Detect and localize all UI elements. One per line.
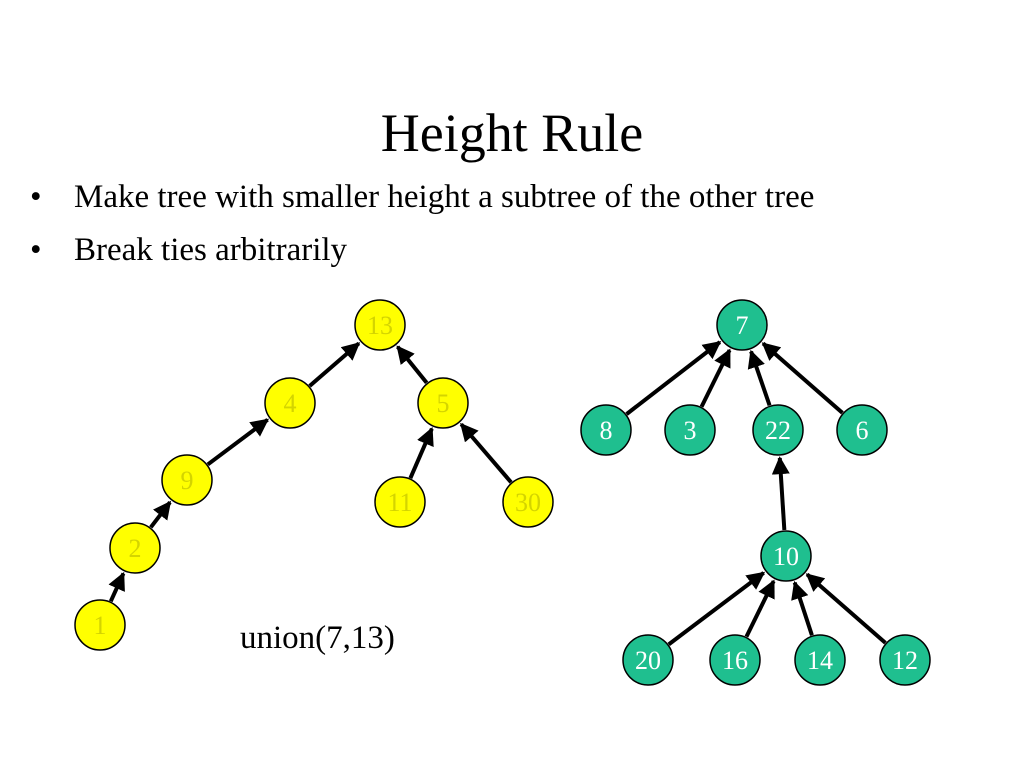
node-22: 22: [752, 404, 804, 456]
node-14: 14: [794, 634, 846, 686]
node-label: 16: [722, 646, 748, 675]
node-circle: [580, 404, 632, 456]
bullet-symbol: •: [30, 232, 42, 268]
edges-layer: [108, 340, 887, 646]
node-label: 12: [892, 646, 918, 675]
bullet-text-2: Break ties arbitrarily: [74, 232, 348, 268]
node-circle: [109, 522, 161, 574]
node-10: 10: [760, 530, 812, 582]
edge-3-to-7: [699, 348, 732, 408]
node-label: 9: [181, 466, 194, 495]
node-4: 4: [264, 377, 316, 429]
node-label: 2: [129, 534, 142, 563]
node-8: 8: [580, 404, 632, 456]
bullet-text-1: Make tree with smaller height a subtree …: [74, 179, 815, 215]
node-label: 6: [856, 416, 869, 445]
edge-14-to-10: [791, 580, 814, 636]
node-11: 11: [374, 476, 426, 528]
node-30: 30: [502, 476, 554, 528]
edge-4-to-13: [308, 341, 361, 388]
edge-20-to-10: [667, 571, 766, 646]
edge-22-to-7: [747, 349, 772, 407]
edge-1-to-2: [108, 571, 126, 603]
node-circle: [794, 634, 846, 686]
node-label: 22: [765, 416, 791, 445]
node-label: 30: [515, 488, 541, 517]
node-circle: [709, 634, 761, 686]
edge-5-to-13: [396, 345, 429, 385]
node-1: 1: [74, 599, 126, 651]
node-circle: [622, 634, 674, 686]
edge-2-to-9: [149, 500, 172, 529]
node-circle: [836, 404, 888, 456]
node-circle: [74, 599, 126, 651]
node-13: 13: [354, 299, 406, 351]
node-9: 9: [161, 454, 213, 506]
node-2: 2: [109, 522, 161, 574]
union-caption: union(7,13): [240, 620, 395, 656]
node-3: 3: [664, 404, 716, 456]
node-circle: [752, 404, 804, 456]
edge-9-to-4: [206, 418, 270, 467]
bullet-item-2: • Break ties arbitrarily: [30, 230, 347, 270]
edge-6-to-7: [761, 341, 844, 415]
bullet-item-1: • Make tree with smaller height a subtree…: [30, 177, 814, 217]
node-circle: [264, 377, 316, 429]
edge-16-to-10: [744, 579, 776, 638]
node-label: 20: [635, 646, 661, 675]
edge-10-to-22: [771, 456, 790, 531]
node-circle: [502, 476, 554, 528]
node-label: 3: [684, 416, 697, 445]
edge-11-to-5: [408, 427, 434, 479]
node-label: 7: [736, 311, 749, 340]
node-circle: [760, 530, 812, 582]
nodes-layer: 13 4 5 9 11 30 2 1 7 8 3 22 6 10 20 16 14 12: [74, 299, 931, 686]
node-circle: [161, 454, 213, 506]
node-label: 14: [807, 646, 833, 675]
edge-8-to-7: [625, 340, 722, 416]
edge-12-to-10: [805, 572, 887, 645]
node-12: 12: [879, 634, 931, 686]
node-circle: [664, 404, 716, 456]
node-label: 5: [437, 389, 450, 418]
node-label: 1: [94, 611, 107, 640]
node-label: 10: [773, 542, 799, 571]
node-circle: [879, 634, 931, 686]
node-label: 11: [387, 488, 412, 517]
node-20: 20: [622, 634, 674, 686]
edge-30-to-5: [459, 422, 513, 484]
node-6: 6: [836, 404, 888, 456]
node-circle: [374, 476, 426, 528]
node-circle: [417, 377, 469, 429]
slide-title: Height Rule: [380, 103, 644, 163]
node-label: 8: [600, 416, 613, 445]
node-16: 16: [709, 634, 761, 686]
bullet-symbol: •: [30, 179, 42, 215]
node-label: 4: [284, 389, 297, 418]
node-circle: [354, 299, 406, 351]
node-7: 7: [716, 299, 768, 351]
node-circle: [716, 299, 768, 351]
node-label: 13: [367, 311, 393, 340]
node-5: 5: [417, 377, 469, 429]
